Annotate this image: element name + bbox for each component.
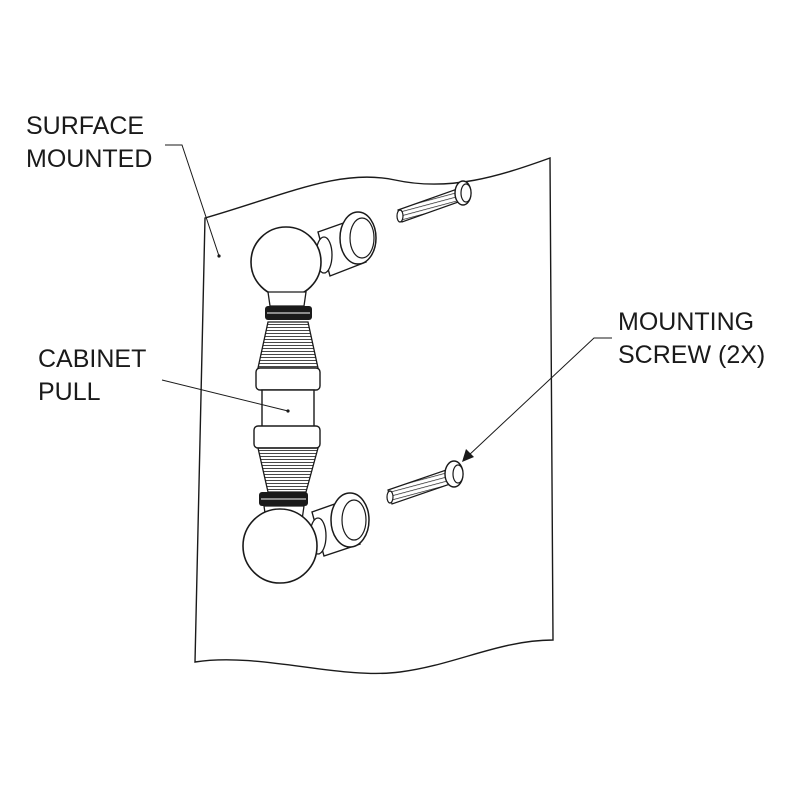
callout-screw-line2: SCREW (2X) xyxy=(618,341,766,369)
upper-ball xyxy=(250,226,322,298)
lower-mounting-screw xyxy=(386,460,464,505)
callout-mounting-screw: MOUNTING SCREW (2X) xyxy=(618,306,765,372)
lower-ball xyxy=(242,508,318,584)
leader-pull xyxy=(161,379,289,412)
leader-screw-arrowhead xyxy=(462,449,474,462)
upper-mounting-screw xyxy=(396,180,472,223)
leader-pull-dot xyxy=(286,409,290,413)
callout-cabinet-pull: CABINET PULL xyxy=(38,343,146,409)
leader-screw xyxy=(467,337,612,457)
cabinet-pull xyxy=(242,226,322,584)
callout-pull-line2: PULL xyxy=(38,378,101,406)
callout-screw-line1: MOUNTING xyxy=(618,308,755,336)
leader-surface-dot xyxy=(217,254,221,258)
leader-surface xyxy=(165,144,220,257)
callout-pull-line1: CABINET xyxy=(38,345,147,373)
center-shaft xyxy=(261,389,315,429)
callout-surface-line2: MOUNTED xyxy=(26,145,153,173)
callout-surface-line1: SURFACE xyxy=(26,112,145,140)
callout-surface-mounted: SURFACE MOUNTED xyxy=(26,110,152,176)
lower-standoff xyxy=(309,492,370,557)
